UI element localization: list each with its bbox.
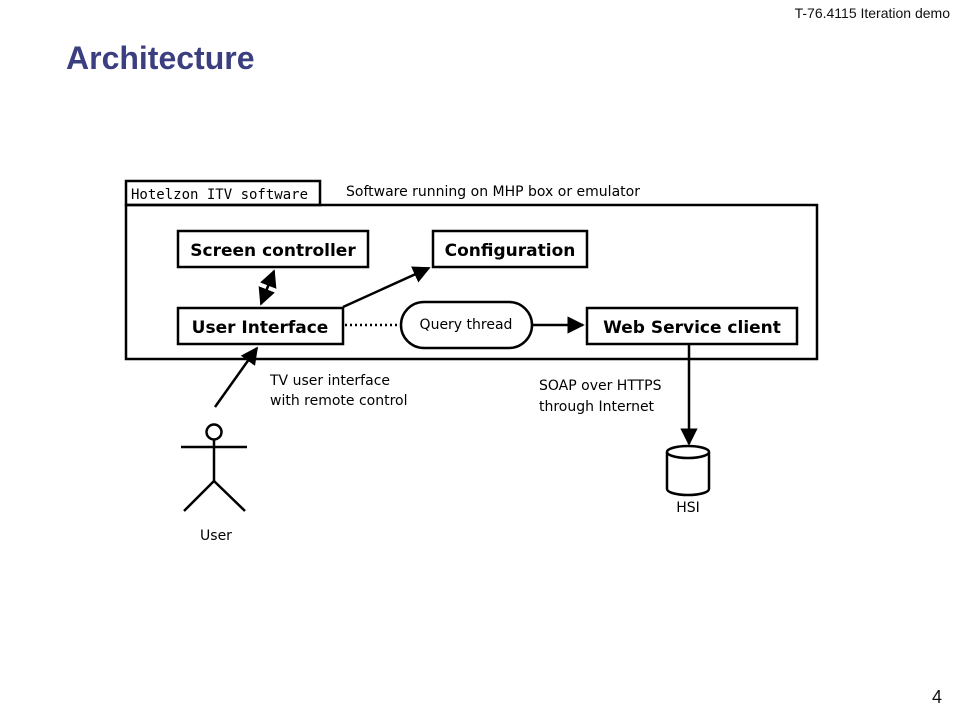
user-interface-box <box>176 306 345 346</box>
actor-label: User <box>200 528 232 544</box>
screen-controller-label: Screen controller <box>190 241 356 261</box>
slide-title: Architecture <box>66 40 255 76</box>
user-actor-icon <box>181 423 247 512</box>
configuration-label: Configuration <box>445 241 576 261</box>
web-service-client-box <box>585 306 799 346</box>
screen-controller-box <box>176 229 370 269</box>
soap-note-line1: SOAP over HTTPS <box>539 378 662 394</box>
web-service-client-label: Web Service client <box>603 318 781 338</box>
soap-note-line2: through Internet <box>539 399 655 415</box>
ui-note-line1: TV user interface <box>269 373 390 389</box>
user-interface-label: User Interface <box>192 318 329 338</box>
container-tab-label: Hotelzon ITV software <box>131 187 308 203</box>
database-label: HSI <box>676 500 700 516</box>
container-caption: Software running on MHP box or emulator <box>346 184 640 200</box>
database-icon <box>665 444 711 497</box>
software-container <box>124 203 819 361</box>
query-thread-label: Query thread <box>420 317 513 333</box>
header-course-title: T-76.4115 Iteration demo <box>794 5 950 21</box>
page-number: 4 <box>931 687 942 707</box>
arrow-ui-configuration <box>342 266 431 309</box>
arrow-user-ui <box>213 346 259 408</box>
ui-note-line2: with remote control <box>270 393 408 409</box>
configuration-box <box>431 229 589 269</box>
arrow-screen-ui <box>258 269 277 306</box>
